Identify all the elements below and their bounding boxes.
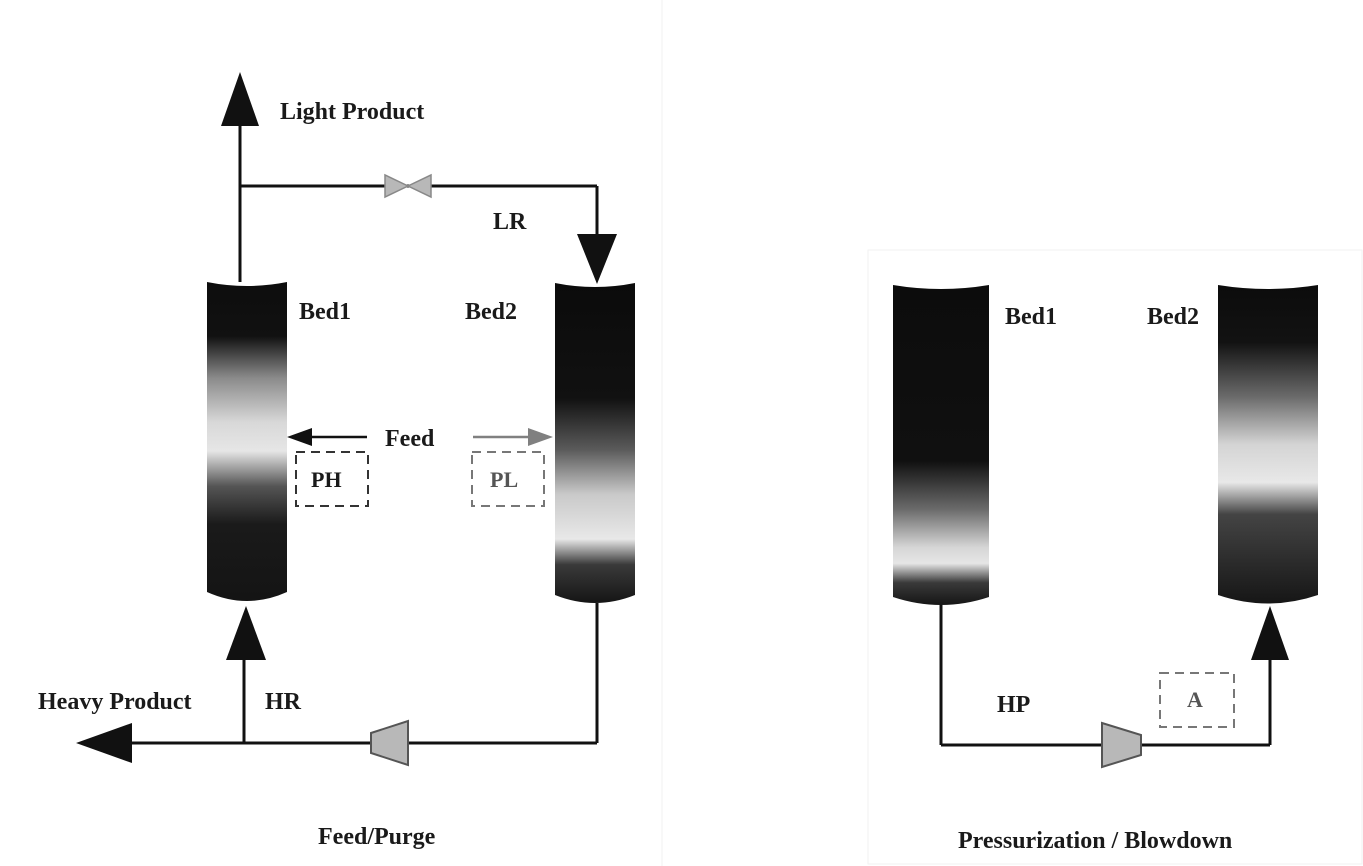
pressurization-blowdown-panel: Bed1 Bed2 HP A Pressurization / Blowdown — [893, 285, 1318, 854]
lr-valve-icon — [384, 173, 432, 199]
feed-to-bed1-arrow — [287, 428, 312, 446]
hp-label: HP — [997, 692, 1030, 718]
right-compressor-icon — [1101, 721, 1142, 769]
hr-arrow — [226, 606, 266, 660]
right-bed1-label: Bed1 — [1005, 304, 1057, 330]
ph-label: PH — [311, 467, 342, 492]
heavy-product-arrow — [76, 723, 132, 763]
a-box — [1159, 672, 1235, 728]
heavy-product-label: Heavy Product — [38, 689, 192, 715]
left-bed1-label: Bed1 — [299, 299, 351, 325]
a-label: A — [1187, 687, 1203, 712]
left-compressor-icon — [370, 719, 409, 767]
right-bed1-column — [893, 285, 989, 605]
lr-label: LR — [493, 209, 527, 235]
bed2-inlet-arrow — [1251, 606, 1289, 660]
feed-purge-panel: Light Product LR Bed1 Bed2 Feed PH PL He… — [38, 72, 635, 850]
left-bed1-column — [207, 282, 287, 601]
left-bed2-column — [555, 283, 635, 603]
light-product-label: Light Product — [280, 99, 424, 125]
pressurization-blowdown-caption: Pressurization / Blowdown — [958, 828, 1232, 854]
hr-label: HR — [265, 689, 302, 715]
right-bed2-column — [1218, 285, 1318, 604]
left-bed2-label: Bed2 — [465, 299, 517, 325]
pl-label: PL — [490, 467, 518, 492]
lr-arrow — [577, 234, 617, 284]
feed-to-bed2-arrow — [528, 428, 553, 446]
light-product-arrow — [221, 72, 259, 126]
right-bed2-label: Bed2 — [1147, 304, 1199, 330]
ph-box — [295, 451, 369, 507]
feed-label: Feed — [385, 426, 435, 452]
pl-box — [471, 451, 545, 507]
right-panel-frame — [867, 249, 1363, 865]
feed-purge-caption: Feed/Purge — [318, 824, 436, 850]
